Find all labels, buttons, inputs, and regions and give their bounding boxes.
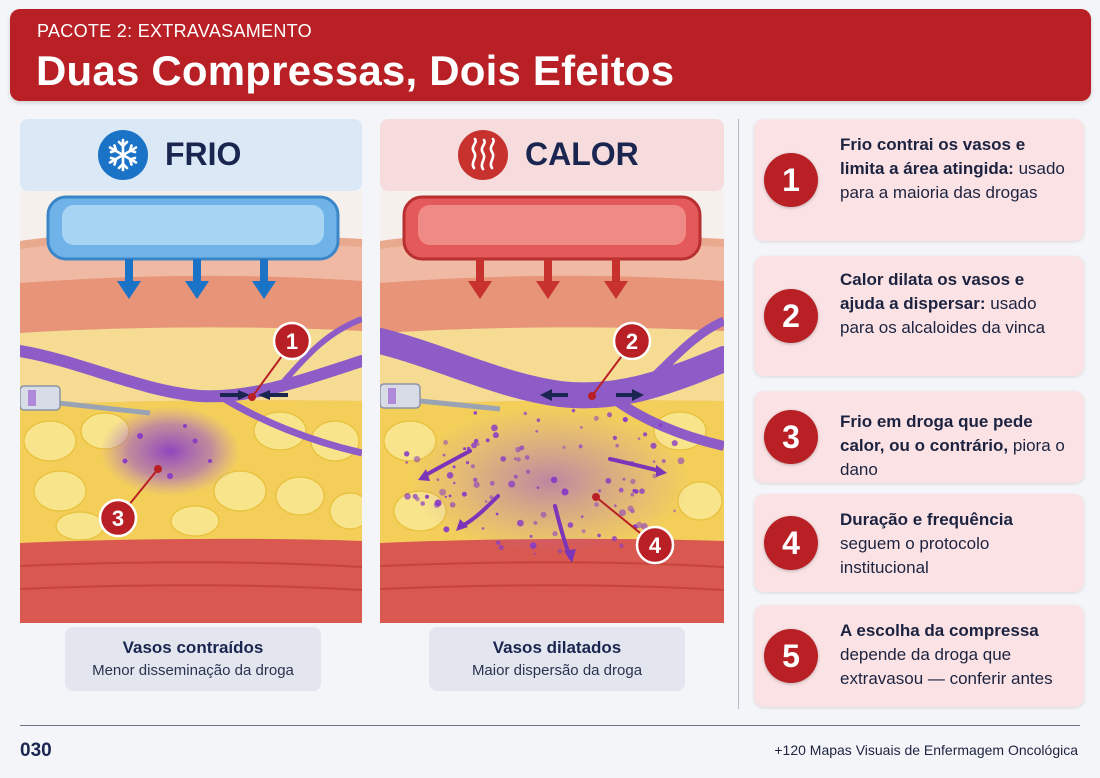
card-number-2: 2	[764, 289, 818, 343]
info-card-1: 1 Frio contrai os vasos e limita a área …	[754, 119, 1084, 241]
cold-caption: Vasos contraídos Menor disseminação da d…	[65, 627, 321, 691]
hot-tissue-illustration: 2 4	[380, 191, 724, 623]
heat-waves-icon	[458, 130, 508, 180]
hot-panel-header: CALOR	[380, 119, 724, 191]
page-number: 030	[20, 740, 52, 761]
card-text-5: A escolha da compressa depende da droga …	[840, 621, 1053, 688]
hot-caption-title: Vasos dilatados	[492, 638, 622, 657]
card-number-5: 5	[764, 629, 818, 683]
card-text-3: Frio em droga que pede calor, ou o contr…	[840, 412, 1065, 479]
column-divider	[738, 119, 739, 709]
series-title: +120 Mapas Visuais de Enfermagem Oncológ…	[774, 742, 1078, 758]
footer-divider	[20, 725, 1080, 726]
hot-caption: Vasos dilatados Maior dispersão da droga	[429, 627, 685, 691]
cold-caption-title: Vasos contraídos	[122, 638, 264, 657]
card-text-1: Frio contrai os vasos e limita a área at…	[840, 135, 1065, 202]
cold-panel-header: FRIO	[20, 119, 362, 191]
page-title: Duas Compressas, Dois Efeitos	[36, 47, 675, 94]
info-card-3: 3 Frio em droga que pede calor, ou o con…	[754, 391, 1084, 483]
card-text-2: Calor dilata os vasos e ajuda a dispersa…	[840, 270, 1046, 337]
header-kicker: PACOTE 2: EXTRAVASAMENTO	[37, 21, 312, 41]
marker-4: 4	[649, 533, 662, 558]
cold-tissue-illustration: 1 3	[20, 191, 362, 623]
marker-3: 3	[112, 506, 124, 531]
cold-label: FRIO	[165, 136, 242, 172]
info-card-2: 2 Calor dilata os vasos e ajuda a disper…	[754, 256, 1084, 376]
hot-caption-subtitle: Maior dispersão da droga	[471, 662, 643, 679]
hot-label: CALOR	[525, 136, 639, 172]
snowflake-icon	[98, 130, 148, 180]
marker-2: 2	[626, 329, 638, 354]
card-text-4: Duração e frequência seguem o protocolo …	[840, 510, 1013, 577]
cold-caption-subtitle: Menor disseminação da droga	[92, 662, 294, 679]
marker-1: 1	[286, 329, 298, 354]
info-card-4: 4 Duração e frequência seguem o protocol…	[754, 494, 1084, 592]
card-number-4: 4	[764, 516, 818, 570]
info-card-5: 5 A escolha da compressa depende da drog…	[754, 605, 1084, 707]
card-number-1: 1	[764, 153, 818, 207]
card-number-3: 3	[764, 410, 818, 464]
header-banner: PACOTE 2: EXTRAVASAMENTO Duas Compressas…	[10, 9, 1091, 101]
